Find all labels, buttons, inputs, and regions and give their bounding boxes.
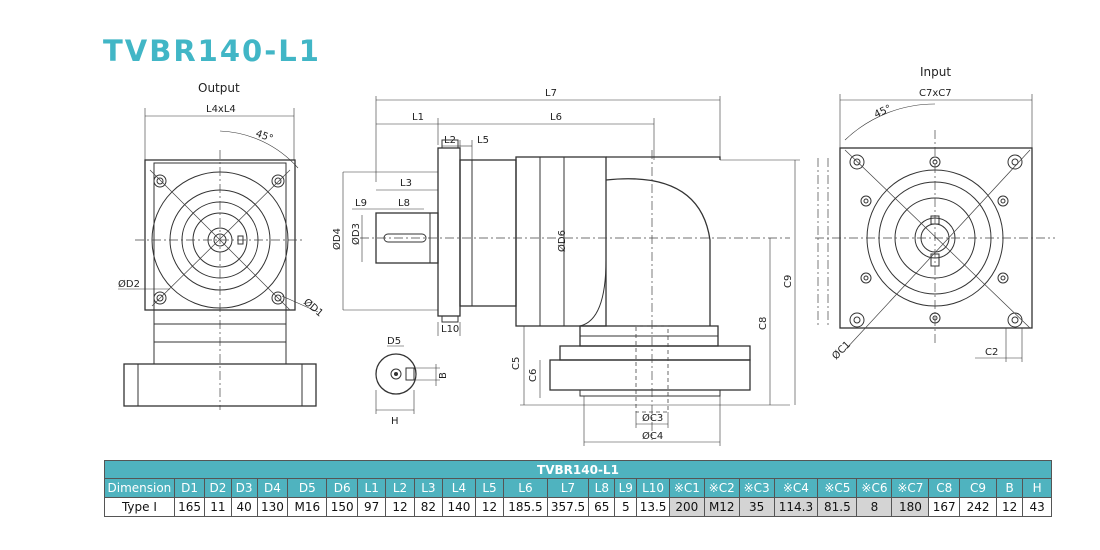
table-header-cell: ※C3 <box>738 478 775 498</box>
table-cell: 12 <box>474 497 505 517</box>
table-cell: 114.3 <box>773 497 819 517</box>
table-header-cell: D4 <box>256 478 289 498</box>
table-cell: 357.5 <box>546 497 590 517</box>
table-header-cell: L4 <box>442 478 476 498</box>
table-cell: 200 <box>668 497 705 517</box>
dim-C7xC7: C7xC7 <box>919 88 952 99</box>
table-header-cell: H <box>1022 478 1052 498</box>
table-header-cell: D5 <box>287 478 328 498</box>
dim-L7: L7 <box>545 88 557 99</box>
dim-L5: L5 <box>477 135 489 146</box>
table-title: TVBR140-L1 <box>104 460 1052 479</box>
table-header-cell: ※C4 <box>773 478 819 498</box>
dim-D4: ØD4 <box>331 228 343 250</box>
angle-output: 45° <box>254 128 274 144</box>
table-cell: M12 <box>703 497 740 517</box>
table-cell: 12 <box>996 497 1024 517</box>
table-cell: 82 <box>413 497 444 517</box>
table-cell: 165 <box>173 497 206 517</box>
table-cell: 150 <box>326 497 358 517</box>
table-header-cell: L9 <box>614 478 638 498</box>
table-cell: 97 <box>356 497 387 517</box>
table-cell: 43 <box>1022 497 1052 517</box>
table-header-cell: L1 <box>356 478 387 498</box>
table-header-cell: L2 <box>385 478 415 498</box>
table-cell: 185.5 <box>503 497 548 517</box>
table-title-row: TVBR140-L1 <box>104 460 1052 479</box>
table-cell: 12 <box>385 497 415 517</box>
dim-C9: C9 <box>783 275 794 288</box>
input-view-label: Input <box>920 65 951 79</box>
table-header-cell: L10 <box>636 478 670 498</box>
dim-D3: ØD3 <box>350 223 362 245</box>
table-header-cell: D1 <box>173 478 206 498</box>
output-view-label: Output <box>198 81 240 95</box>
table-header-cell: C8 <box>928 478 960 498</box>
dim-L10: L10 <box>441 324 459 335</box>
dim-D1: ØD1 <box>301 296 326 319</box>
table-cell: 167 <box>928 497 960 517</box>
table-cell: 180 <box>891 497 930 517</box>
table-header-cell: ※C1 <box>668 478 705 498</box>
table-header-cell: D3 <box>230 478 258 498</box>
table-header-cell: C9 <box>958 478 998 498</box>
dim-L1: L1 <box>412 112 424 123</box>
table-cell: 130 <box>256 497 289 517</box>
dim-L4xL4: L4xL4 <box>206 104 236 115</box>
dim-H: H <box>391 416 399 427</box>
input-view: Input C7xC7 45° <box>815 65 1055 362</box>
table-header-cell: ※C7 <box>891 478 930 498</box>
table-cell: Type I <box>104 497 175 517</box>
dim-B: B <box>438 372 449 379</box>
table-header-cell: ※C2 <box>703 478 740 498</box>
dim-C3: ØC3 <box>642 412 663 424</box>
table-cell: 140 <box>442 497 476 517</box>
table-header-cell: D6 <box>326 478 358 498</box>
table-cell: M16 <box>287 497 328 517</box>
table-header-cell: Dimension <box>104 478 175 498</box>
table-header-cell: L6 <box>503 478 548 498</box>
table-cell: 5 <box>614 497 638 517</box>
table-header-cell: ※C5 <box>817 478 858 498</box>
table-header-cell: ※C6 <box>856 478 893 498</box>
dim-L8: L8 <box>398 198 410 209</box>
dim-D6: ØD6 <box>556 230 568 252</box>
table-cell: 40 <box>230 497 258 517</box>
table-cell: 81.5 <box>817 497 858 517</box>
dim-L6: L6 <box>550 112 562 123</box>
table-header-cell: B <box>996 478 1024 498</box>
table-header-cell: L7 <box>546 478 590 498</box>
dim-C6: C6 <box>528 369 539 382</box>
table-header-cell: D2 <box>204 478 232 498</box>
table-header-cell: L5 <box>474 478 505 498</box>
output-view: Output L4xL4 45° ØD2 <box>118 81 326 410</box>
drawing-title: TVBR140-L1 <box>103 34 321 68</box>
table-cell: 65 <box>588 497 616 517</box>
side-view: L7 L1 L6 L2 L5 L3 L9 L8 ØD4 ØD3 L10 <box>331 88 800 446</box>
technical-drawing: Output L4xL4 45° ØD2 <box>118 65 1055 446</box>
dim-D5: D5 <box>387 336 401 347</box>
key-detail: D5 H B <box>375 336 449 427</box>
dim-C2: C2 <box>985 347 998 358</box>
dim-C5: C5 <box>511 357 522 370</box>
table-cell: 13.5 <box>636 497 670 517</box>
dim-C8: C8 <box>758 317 769 330</box>
table-cell: 242 <box>958 497 998 517</box>
angle-input: 45° <box>873 103 894 120</box>
dim-L9: L9 <box>355 198 367 209</box>
table-header-cell: L3 <box>413 478 444 498</box>
dim-C4: ØC4 <box>642 430 663 442</box>
dim-L3: L3 <box>400 178 412 189</box>
dim-C1: ØC1 <box>830 339 853 362</box>
table-cell: 8 <box>856 497 893 517</box>
table-header-cell: L8 <box>588 478 616 498</box>
table-cell: 35 <box>738 497 775 517</box>
dim-D2: ØD2 <box>118 278 140 290</box>
table-cell: 11 <box>204 497 232 517</box>
